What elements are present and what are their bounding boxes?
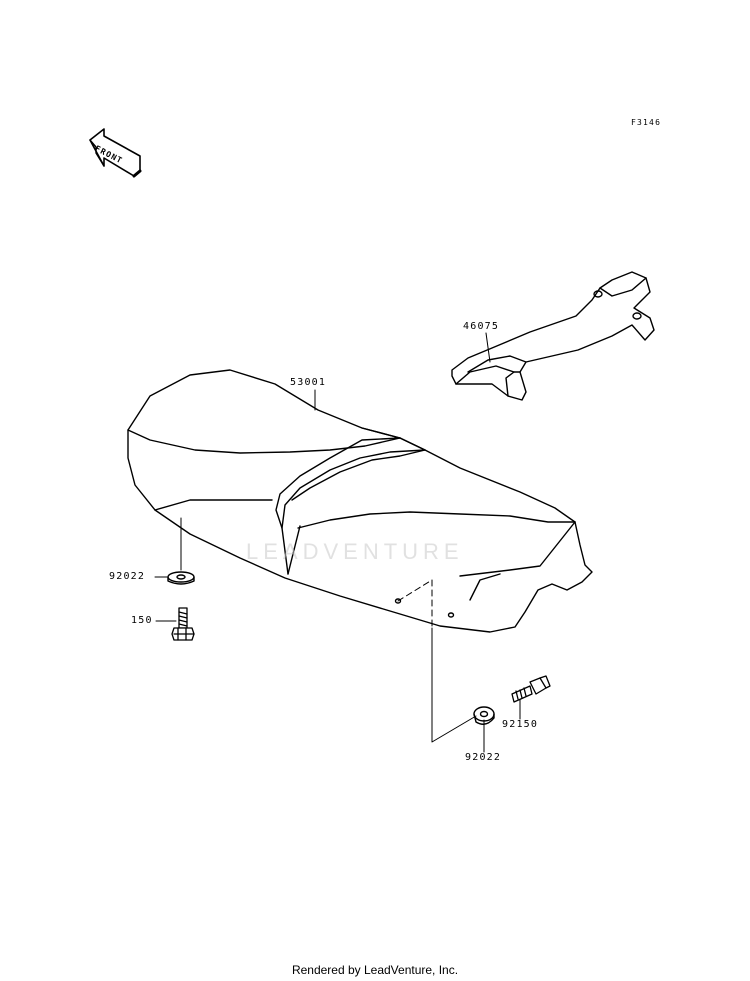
collar-left-part — [167, 571, 195, 585]
leader-lines — [154, 332, 521, 753]
footer-credit: Rendered by LeadVenture, Inc. — [291, 963, 459, 977]
part-label-53001: 53001 — [290, 377, 327, 388]
part-label-92150: 92150 — [502, 719, 539, 730]
front-arrow-icon — [89, 128, 142, 178]
part-label-92022-right: 92022 — [465, 752, 502, 763]
part-label-46075: 46075 — [463, 321, 500, 332]
bolt-right-part — [511, 675, 551, 703]
part-label-92022-left: 92022 — [109, 571, 146, 582]
seat-part — [127, 369, 593, 633]
part-label-150: 150 — [131, 615, 153, 626]
figure-code: F3146 — [631, 118, 662, 127]
bolt-left-part — [171, 607, 195, 641]
watermark-text: LEADVENTURE — [246, 539, 464, 564]
grab-rail-part — [451, 271, 655, 401]
